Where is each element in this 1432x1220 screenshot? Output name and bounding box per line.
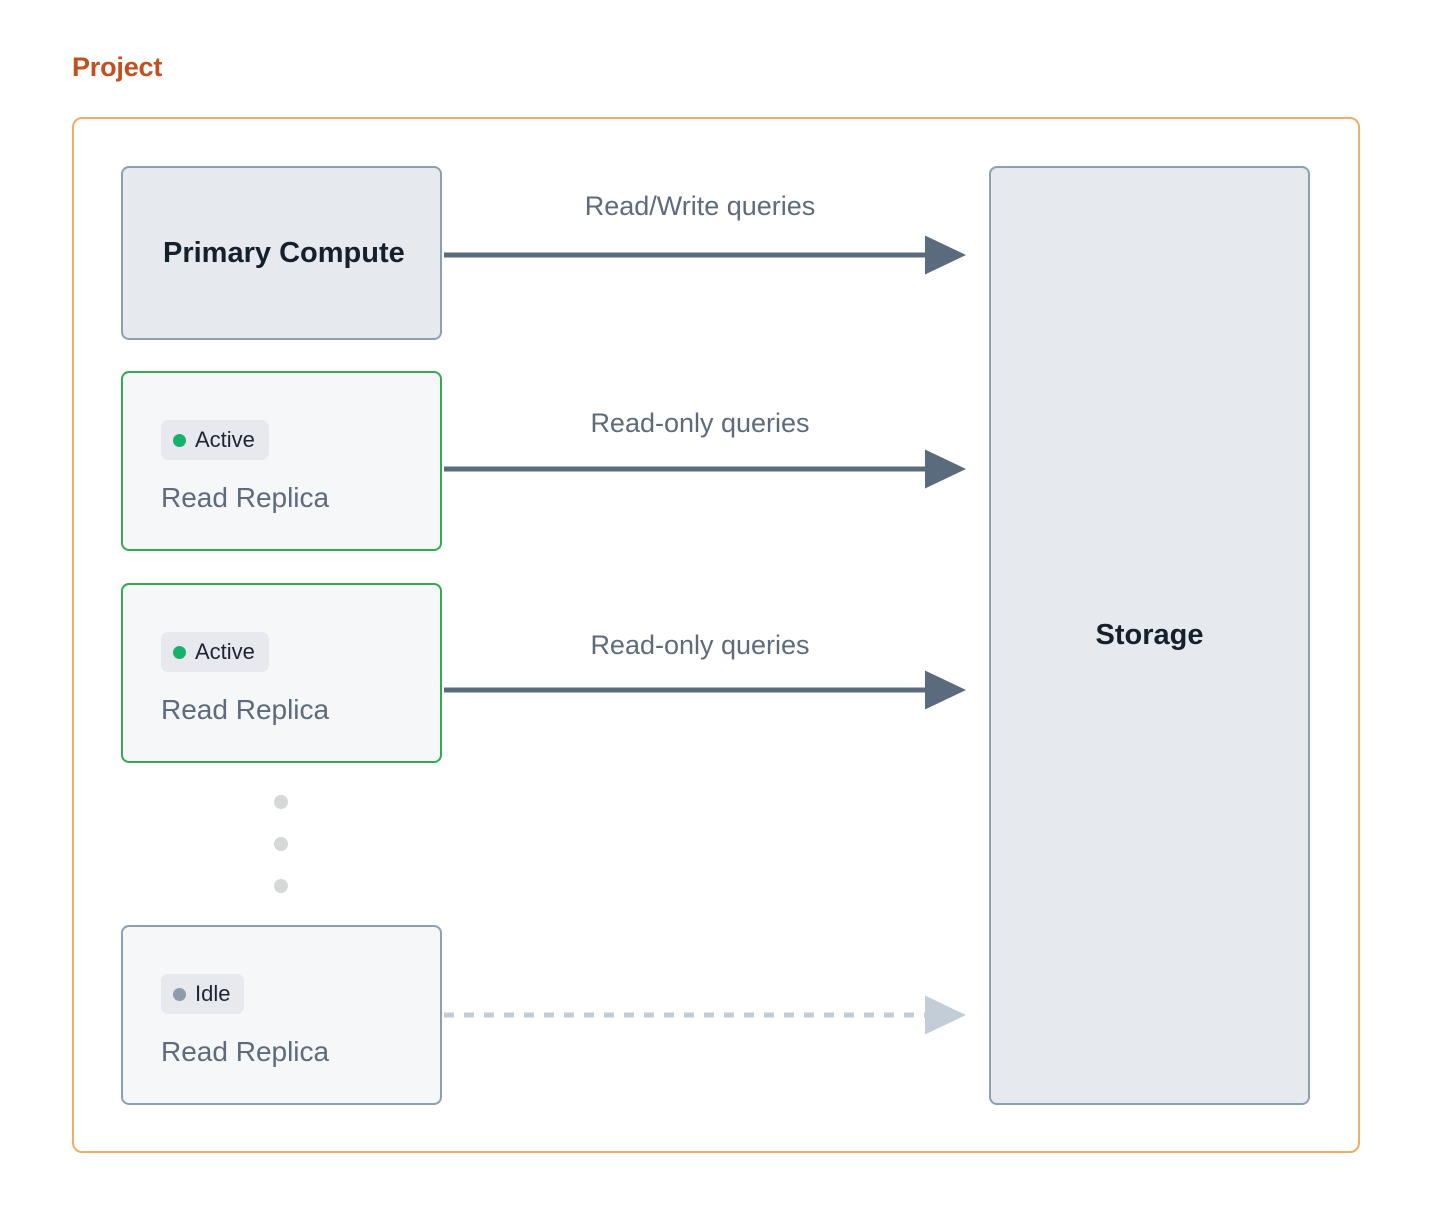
status-badge: Idle: [161, 974, 245, 1014]
status-badge-label: Active: [195, 639, 255, 664]
node-read-replica-1-label: Read Replica: [161, 482, 330, 513]
status-badge: Active: [161, 632, 269, 672]
status-badge-label: Active: [195, 427, 255, 452]
ellipsis-dot: [274, 837, 288, 851]
page-title: Project: [72, 52, 163, 82]
node-read-replica-2-label: Read Replica: [161, 694, 330, 725]
ellipsis-dot: [274, 795, 288, 809]
status-dot-icon: [173, 433, 186, 447]
ellipsis-dot: [274, 879, 288, 893]
edge-label-read-write: Read/Write queries: [584, 191, 816, 221]
more-replicas-ellipsis: [274, 795, 288, 921]
status-dot-icon: [173, 645, 186, 659]
node-primary-compute-label: Primary Compute: [163, 236, 405, 269]
node-read-replica-1[interactable]: Active Read Replica: [121, 371, 442, 551]
status-dot-icon: [173, 987, 186, 1001]
node-storage[interactable]: Storage: [989, 166, 1310, 1105]
status-badge-label: Idle: [195, 981, 231, 1006]
node-read-replica-2[interactable]: Active Read Replica: [121, 583, 442, 763]
node-primary-compute[interactable]: Primary Compute: [121, 166, 442, 340]
status-badge: Active: [161, 420, 269, 460]
edge-label-read-only-1: Read-only queries: [590, 408, 810, 438]
node-read-replica-3[interactable]: Idle Read Replica: [121, 925, 442, 1105]
edge-label-read-only-2: Read-only queries: [590, 630, 810, 660]
node-storage-label: Storage: [1095, 619, 1204, 651]
node-read-replica-3-label: Read Replica: [161, 1036, 330, 1067]
